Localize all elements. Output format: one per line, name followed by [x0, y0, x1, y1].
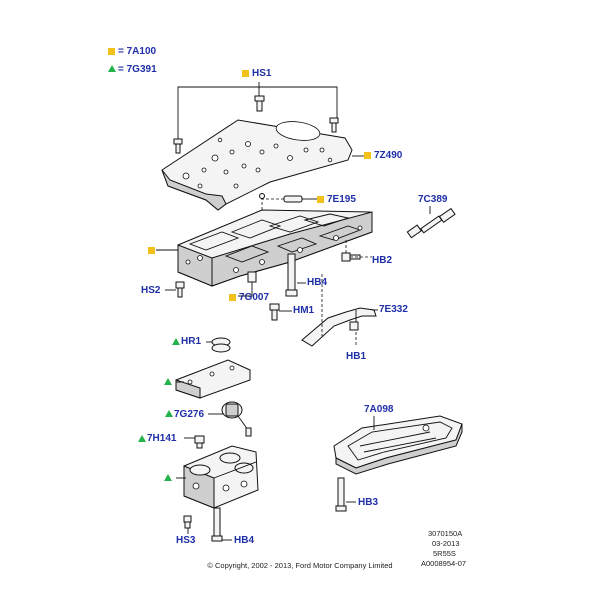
marker-7g276	[165, 410, 173, 417]
label-hs3: HS3	[176, 535, 196, 546]
ref-code-1: 3070150A	[428, 529, 463, 538]
ref-code-3: 5R55S	[433, 549, 456, 558]
label-hb4-bottom: HB4	[234, 535, 255, 546]
marker-hs1	[242, 70, 249, 77]
lower-valve-body	[183, 445, 259, 509]
label-hb1: HB1	[346, 351, 367, 362]
label-hb2: HB2	[372, 255, 393, 266]
hs1-leader-lines	[177, 82, 338, 139]
bolt-hs3	[183, 515, 192, 529]
solenoid-7g276	[221, 401, 252, 437]
marker-7z490	[364, 152, 371, 159]
copyright-notice: © Copyright, 2002 - 2013, Ford Motor Com…	[207, 561, 393, 570]
label-7a098: 7A098	[364, 404, 394, 415]
bolt-hs1-left	[173, 138, 183, 154]
label-hr1: HR1	[181, 336, 202, 347]
legend-triangle-marker	[108, 65, 116, 72]
ref-code-4: A0008954-07	[421, 559, 467, 568]
oil-filter-7a098	[333, 415, 463, 475]
marker-valve-body	[148, 247, 155, 254]
marker-7h141	[138, 435, 146, 442]
bolt-hb4-top	[285, 253, 306, 297]
bolt-hm1	[269, 303, 292, 321]
label-7g007: 7G007	[239, 292, 270, 303]
orings-hr1	[211, 337, 231, 353]
leader-lines	[156, 155, 364, 534]
legend-triangle-code: = 7G391	[118, 64, 157, 75]
label-hb4-top: HB4	[307, 277, 328, 288]
bolt-hs1-right	[329, 117, 339, 133]
label-7h141: 7H141	[147, 433, 177, 444]
marker-7e195	[317, 196, 324, 203]
bolt-hb3	[335, 477, 356, 512]
part-7h141	[194, 435, 205, 449]
pin-7e195	[259, 193, 318, 212]
marker-lower-valve-body	[164, 474, 172, 481]
bracket-7e332	[301, 307, 378, 347]
label-7c389: 7C389	[418, 194, 448, 205]
bolt-hs2	[165, 281, 185, 298]
label-7e332: 7E332	[379, 304, 408, 315]
label-7e195: 7E195	[327, 194, 356, 205]
marker-7g007	[229, 294, 236, 301]
bolt-hs1-center	[254, 95, 265, 112]
label-7z490: 7Z490	[374, 150, 403, 161]
bolt-hb4-bottom	[211, 507, 232, 542]
marker-small-plate	[164, 378, 172, 385]
marker-hr1	[172, 338, 180, 345]
filter-7c389	[406, 206, 456, 239]
label-hm1: HM1	[293, 305, 315, 316]
main-valve-body	[177, 209, 373, 287]
separator-plate-7z490	[161, 119, 353, 211]
legend-square-marker	[108, 48, 115, 55]
small-plate	[175, 359, 251, 399]
label-hs2: HS2	[141, 285, 161, 296]
ref-code-2: 03-2013	[432, 539, 460, 548]
clip-7g007	[238, 271, 257, 297]
legend-square-code: = 7A100	[118, 46, 157, 57]
label-hs1: HS1	[252, 68, 272, 79]
label-hb3: HB3	[358, 497, 379, 508]
label-7g276: 7G276	[174, 409, 205, 420]
bolt-hb2	[341, 238, 372, 262]
